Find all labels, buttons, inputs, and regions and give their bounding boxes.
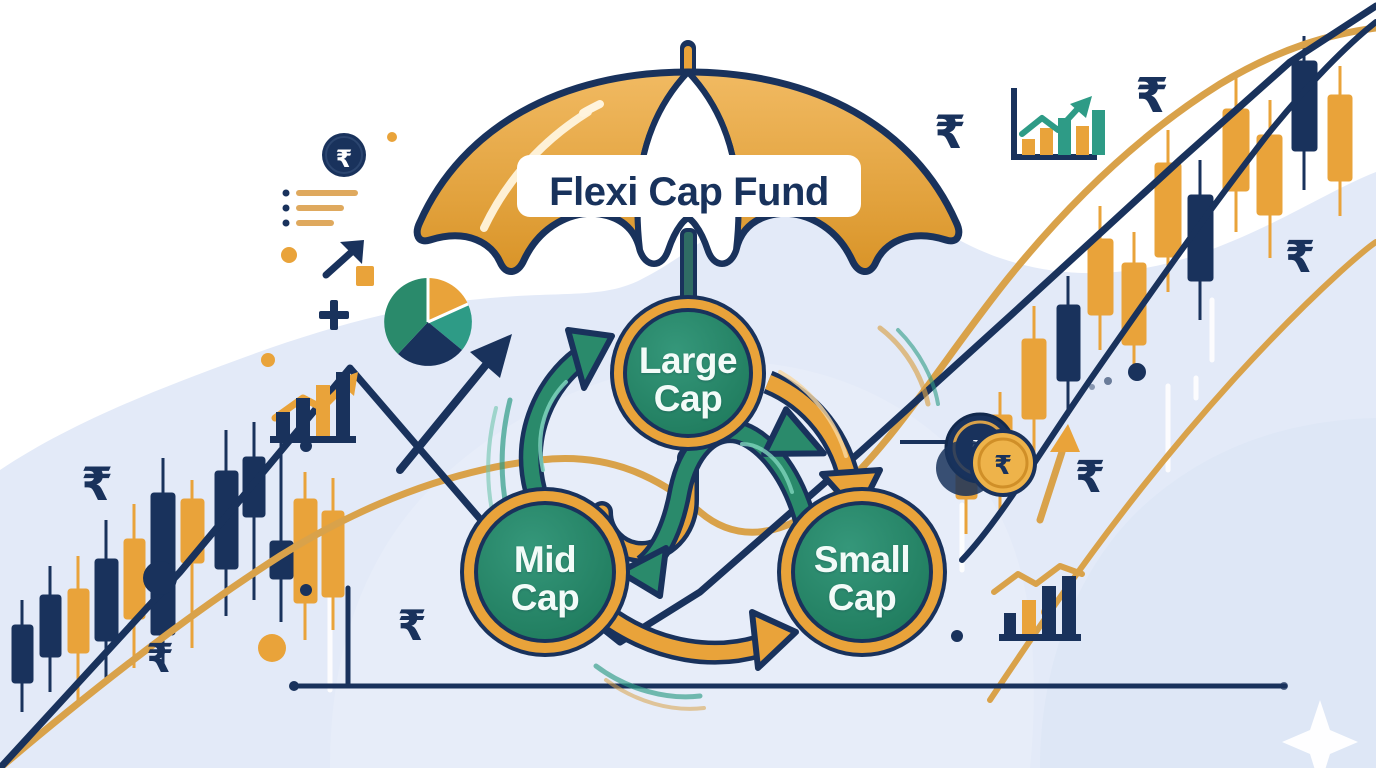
rupee-marks-group: ₹ ₹ ₹ ₹ ₹ ₹ ₹: [81, 68, 1315, 682]
trend-dot-small-a: [1104, 377, 1112, 385]
svg-text:₹: ₹: [336, 145, 353, 173]
rupee-right-low-icon: ₹: [1075, 452, 1106, 503]
list-lines-icon: [282, 189, 358, 227]
decor-dot-amber-1: [281, 247, 297, 263]
flow-arrow-mid-to-small: [605, 609, 799, 671]
arrow-up-right-large-navy-icon: [396, 334, 512, 474]
sparkle-icon: [1282, 700, 1358, 768]
trend-dot-small-e: [300, 584, 312, 596]
node-small-cap[interactable]: [777, 487, 947, 657]
pie-chart-icon: [384, 278, 472, 366]
candlestick-group-left: [11, 422, 345, 712]
motion-strokes: [486, 325, 940, 711]
bar-chart-trend-bottomright-icon: [991, 563, 1085, 641]
rupee-coin-badge-icon: ₹: [322, 133, 366, 177]
coin-stack-rupee-icon: ₹ ₹: [936, 412, 1037, 497]
arrow-up-right-navy-icon: [322, 240, 374, 286]
arrow-up-amber-icon: [1036, 424, 1080, 524]
fund-title-plaque: [517, 155, 861, 217]
node-mid-cap[interactable]: [460, 487, 630, 657]
trend-line-amber: [0, 24, 1376, 768]
trend-dot-small-b: [1089, 384, 1095, 390]
decor-dot-amber-2: [261, 353, 275, 367]
node-large-cap[interactable]: [610, 295, 766, 451]
rupee-center-bottom-icon: ₹: [397, 601, 426, 650]
rupee-topright-a-icon: ₹: [934, 105, 966, 159]
rupee-topright-b-icon: ₹: [1135, 68, 1168, 124]
axis-lines: [289, 585, 1288, 689]
baseline-end-dot: [1280, 682, 1288, 690]
trend-marker-navy: [143, 561, 177, 595]
trend-marker-dot-right: [1128, 363, 1146, 381]
trend-dot-small-c: [951, 630, 963, 642]
trend-marker-amber: [258, 634, 286, 662]
bar-chart-trend-left-icon: [270, 372, 358, 443]
decor-dot-amber-3: [387, 132, 397, 142]
bar-chart-trend-topright-icon: [1011, 88, 1105, 160]
flow-arrow-mid-to-large: [518, 327, 615, 493]
rupee-left-upper-icon: ₹: [81, 457, 113, 511]
rupee-right-mid-icon: ₹: [1285, 232, 1316, 283]
plus-sign-icon: [319, 300, 349, 330]
baseline-origin-dot: [289, 681, 299, 691]
rupee-left-lower-icon: ₹: [146, 636, 174, 682]
background-blob-right: [1040, 418, 1376, 768]
svg-text:₹: ₹: [994, 451, 1012, 481]
